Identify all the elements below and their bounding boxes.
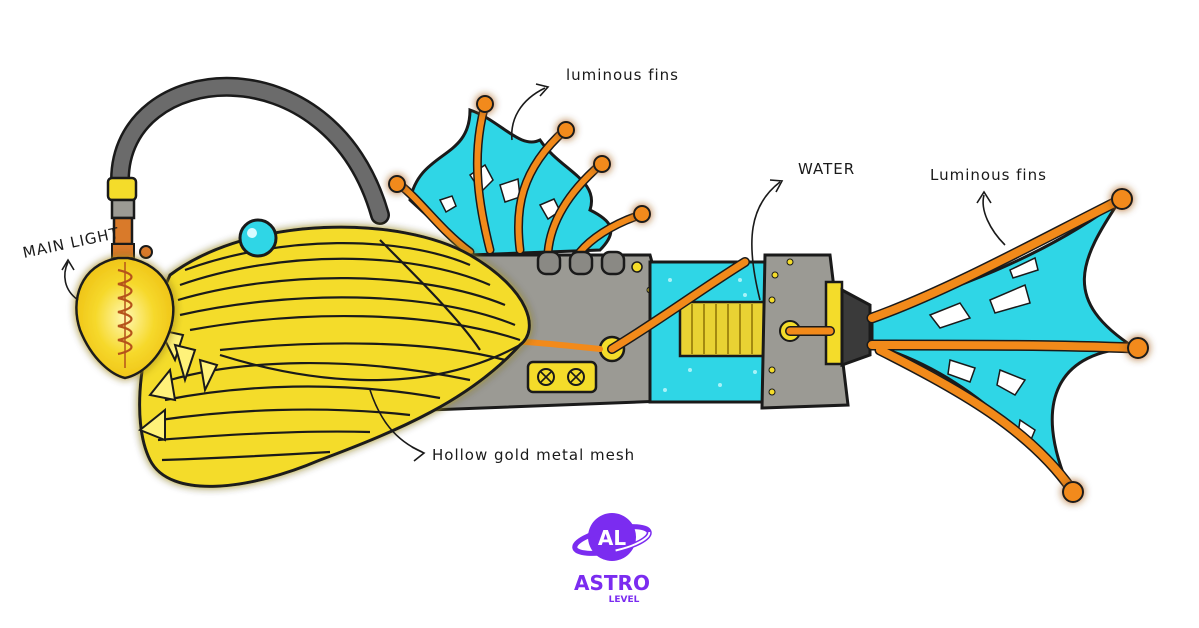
label-luminous-fins-top: luminous fins <box>566 66 679 84</box>
label-main-light: MAIN LIGHT <box>21 224 121 262</box>
battery-plate <box>528 362 596 392</box>
astro-level-logo: AL ASTRO LEVEL <box>573 513 652 605</box>
tail-fins <box>872 189 1148 502</box>
logo-monogram: AL <box>598 526 626 550</box>
label-luminous-fins-tail: Luminous fins <box>930 166 1047 184</box>
lamp <box>76 178 173 378</box>
label-mesh: Hollow gold metal mesh <box>432 446 635 464</box>
eye <box>240 220 276 256</box>
label-water: WATER <box>798 160 855 178</box>
logo-name: ASTRO <box>574 571 650 595</box>
hose <box>120 87 380 215</box>
top-fins <box>389 96 650 255</box>
logo-sub: LEVEL <box>609 595 640 605</box>
